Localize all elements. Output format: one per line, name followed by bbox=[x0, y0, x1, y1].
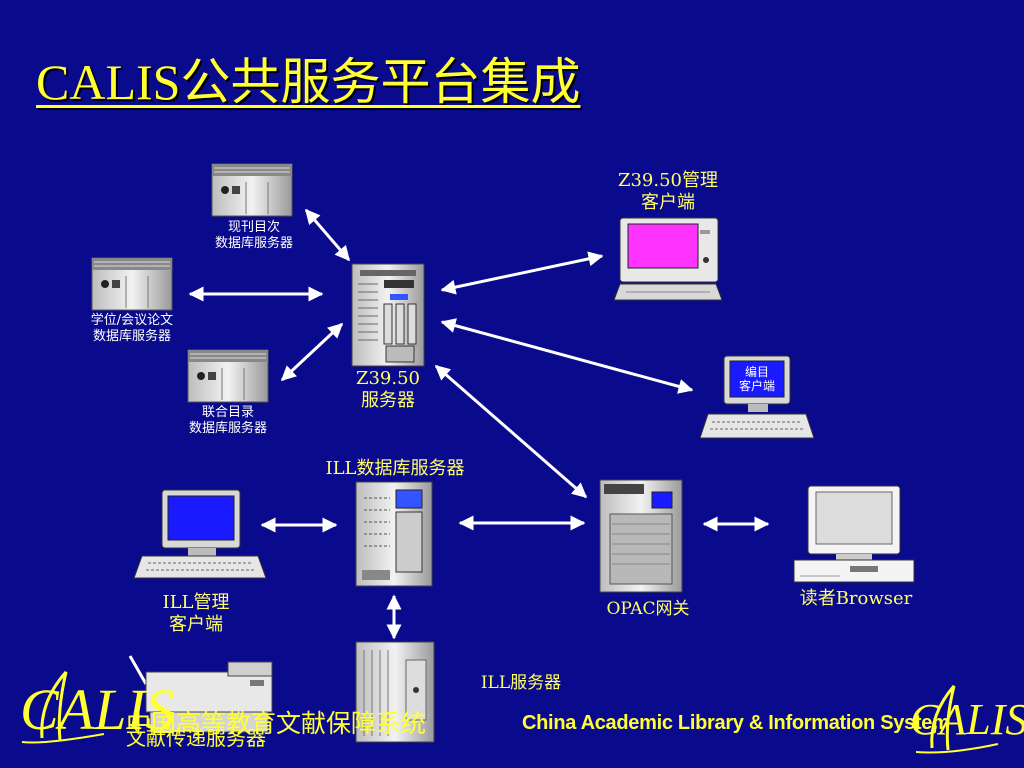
ill-db-server-label: ILL数据库服务器 bbox=[325, 458, 465, 479]
z3950-server-icon bbox=[351, 263, 425, 367]
calis-logo-left-text: CALIS bbox=[20, 677, 175, 742]
connection-arrows bbox=[188, 208, 770, 640]
label-line: Z39.50 bbox=[355, 368, 421, 389]
cataloging-client-label: 编目 客户端 bbox=[730, 365, 784, 393]
label-line: 数据库服务器 bbox=[214, 236, 293, 251]
label-line: 数据库服务器 bbox=[92, 329, 171, 344]
z3950-admin-client-label: Z39.50管理 客户端 bbox=[598, 170, 738, 214]
footer-cn-title: 中国高等教育文献保障系统 bbox=[126, 709, 427, 738]
label-line: 学位/会议论文 bbox=[90, 313, 174, 328]
label-line: 数据库服务器 bbox=[188, 421, 267, 436]
ill-admin-client-label: ILL管理 客户端 bbox=[136, 592, 256, 636]
thesis-server-label: 学位/会议论文 数据库服务器 bbox=[70, 313, 194, 345]
label-line: 客户端 bbox=[169, 614, 223, 635]
arrow-z3950-to-opac bbox=[434, 364, 588, 499]
opac-gateway-label: OPAC网关 bbox=[606, 599, 690, 619]
arrow-z3950-to-admin-client bbox=[440, 251, 604, 295]
calis-logo-left bbox=[21, 671, 105, 744]
current-journal-server-icon bbox=[211, 163, 293, 217]
document-delivery-server-icon bbox=[128, 655, 273, 733]
ill-admin-client-icon bbox=[133, 489, 267, 579]
label-line: 客户端 bbox=[641, 192, 695, 213]
cataloging-client-icon bbox=[699, 355, 815, 439]
union-catalog-server-label: 联合目录 数据库服务器 bbox=[170, 405, 286, 437]
z3950-server-label: Z39.50 服务器 bbox=[338, 368, 438, 412]
label-line: ILL管理 bbox=[162, 592, 230, 613]
ill-server-label: ILL服务器 bbox=[480, 673, 562, 693]
arrow-journal-to-z3950 bbox=[304, 208, 351, 262]
current-journal-server-label: 现刊目次 数据库服务器 bbox=[196, 220, 312, 252]
reader-browser-icon bbox=[793, 485, 915, 583]
thesis-server-icon bbox=[91, 257, 173, 311]
opac-gateway-icon bbox=[599, 479, 683, 593]
union-catalog-server-icon bbox=[187, 349, 269, 403]
z3950-admin-client-icon bbox=[613, 217, 723, 301]
ill-db-server-icon bbox=[355, 481, 433, 587]
label-line: 服务器 bbox=[361, 390, 415, 411]
arrow-union-to-z3950 bbox=[280, 322, 344, 382]
label-line: 编目 bbox=[744, 365, 769, 379]
page-title: CALIS公共服务平台集成 bbox=[36, 54, 581, 110]
reader-browser-label: 读者Browser bbox=[799, 588, 913, 609]
document-delivery-server-label: 文献传递服务器 bbox=[126, 726, 266, 750]
label-line: 联合目录 bbox=[201, 405, 254, 420]
ill-server-icon bbox=[355, 641, 435, 743]
footer-en-title: China Academic Library & Information Sys… bbox=[522, 712, 950, 734]
arrow-z3950-to-catalog-client bbox=[440, 318, 694, 394]
label-line: 客户端 bbox=[738, 379, 775, 393]
calis-logo-right bbox=[915, 685, 999, 754]
label-line: 现刊目次 bbox=[227, 220, 280, 235]
label-line: Z39.50管理 bbox=[617, 170, 719, 191]
calis-logo-right-text: CALIS bbox=[910, 695, 1024, 744]
